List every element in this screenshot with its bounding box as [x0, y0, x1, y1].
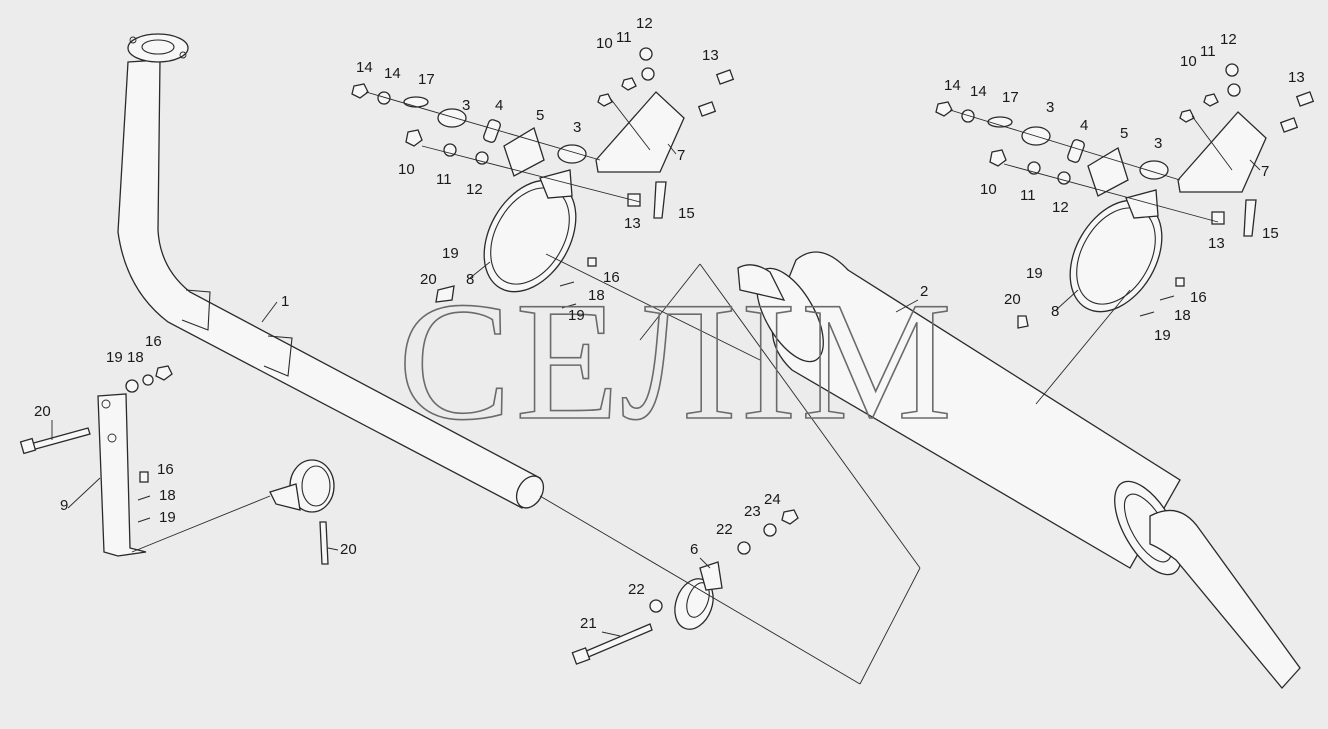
callout-20: 20: [340, 541, 357, 558]
callout-7: 7: [677, 147, 685, 164]
callout-14: 14: [970, 83, 987, 100]
assembly-guide-lines: [131, 91, 1233, 685]
callout-6: 6: [690, 541, 698, 558]
callout-3: 3: [573, 119, 581, 136]
callout-labels: 1 2 3 3 3 3 4 4 5 5 6 7 7 8 8 9 10 10 10…: [34, 15, 1305, 632]
callout-3: 3: [462, 97, 470, 114]
callout-18: 18: [1174, 307, 1191, 324]
callout-12: 12: [1052, 199, 1069, 216]
callout-13: 13: [624, 215, 641, 232]
hanger-assembly-right: [935, 63, 1315, 329]
callout-18: 18: [588, 287, 605, 304]
callout-16: 16: [603, 269, 620, 286]
callout-10: 10: [980, 181, 997, 198]
callout-17: 17: [1002, 89, 1019, 106]
bracket-9: [97, 393, 147, 557]
front-exhaust-pipe: [117, 33, 545, 509]
callout-15: 15: [1262, 225, 1279, 242]
callout-14: 14: [384, 65, 401, 82]
callout-16: 16: [145, 333, 162, 350]
callout-2: 2: [920, 283, 928, 300]
callout-14: 14: [944, 77, 961, 94]
bolt-21-assembly: [571, 509, 799, 665]
callout-24: 24: [764, 491, 781, 508]
callout-20: 20: [34, 403, 51, 420]
callout-15: 15: [678, 205, 695, 222]
watermark: СЕЛІМ: [398, 267, 956, 455]
callout-19: 19: [106, 349, 123, 366]
callout-19: 19: [442, 245, 459, 262]
leader-lines: [51, 143, 1261, 637]
callout-17: 17: [418, 71, 435, 88]
callout-18: 18: [127, 349, 144, 366]
callout-3: 3: [1046, 99, 1054, 116]
clamp-6: [674, 561, 723, 630]
callout-5: 5: [536, 107, 544, 124]
callout-8: 8: [1051, 303, 1059, 320]
callout-4: 4: [495, 97, 503, 114]
callout-13: 13: [1208, 235, 1225, 252]
callout-11: 11: [616, 29, 632, 46]
callout-16: 16: [157, 461, 174, 478]
callout-8: 8: [466, 271, 474, 288]
callout-4: 4: [1080, 117, 1088, 134]
hanger-assembly-middle: [351, 47, 735, 309]
callout-19: 19: [568, 307, 585, 324]
callout-11: 11: [1020, 187, 1036, 204]
callout-12: 12: [636, 15, 653, 32]
callout-13: 13: [1288, 69, 1305, 86]
callout-9: 9: [60, 497, 68, 514]
callout-19: 19: [1154, 327, 1171, 344]
callout-18: 18: [159, 487, 176, 504]
callout-12: 12: [1220, 31, 1237, 48]
callout-20: 20: [1004, 291, 1021, 308]
callout-22: 22: [716, 521, 733, 538]
callout-12: 12: [466, 181, 483, 198]
callout-22: 22: [628, 581, 645, 598]
pipe-clamp-left: [269, 459, 335, 513]
callout-20: 20: [420, 271, 437, 288]
callout-11: 11: [1200, 43, 1216, 60]
callout-7: 7: [1261, 163, 1269, 180]
callout-14: 14: [356, 59, 373, 76]
callout-19: 19: [159, 509, 176, 526]
callout-11: 11: [436, 171, 452, 188]
callout-23: 23: [744, 503, 761, 520]
callout-10: 10: [398, 161, 415, 178]
callout-13: 13: [702, 47, 719, 64]
left-fastener-group: [19, 365, 329, 565]
callout-16: 16: [1190, 289, 1207, 306]
callout-10: 10: [1180, 53, 1197, 70]
callout-3: 3: [1154, 135, 1162, 152]
callout-21: 21: [580, 615, 597, 632]
callout-1: 1: [281, 293, 289, 310]
muffler: [737, 251, 1301, 689]
callout-5: 5: [1120, 125, 1128, 142]
callout-10: 10: [596, 35, 613, 52]
callout-19: 19: [1026, 265, 1043, 282]
